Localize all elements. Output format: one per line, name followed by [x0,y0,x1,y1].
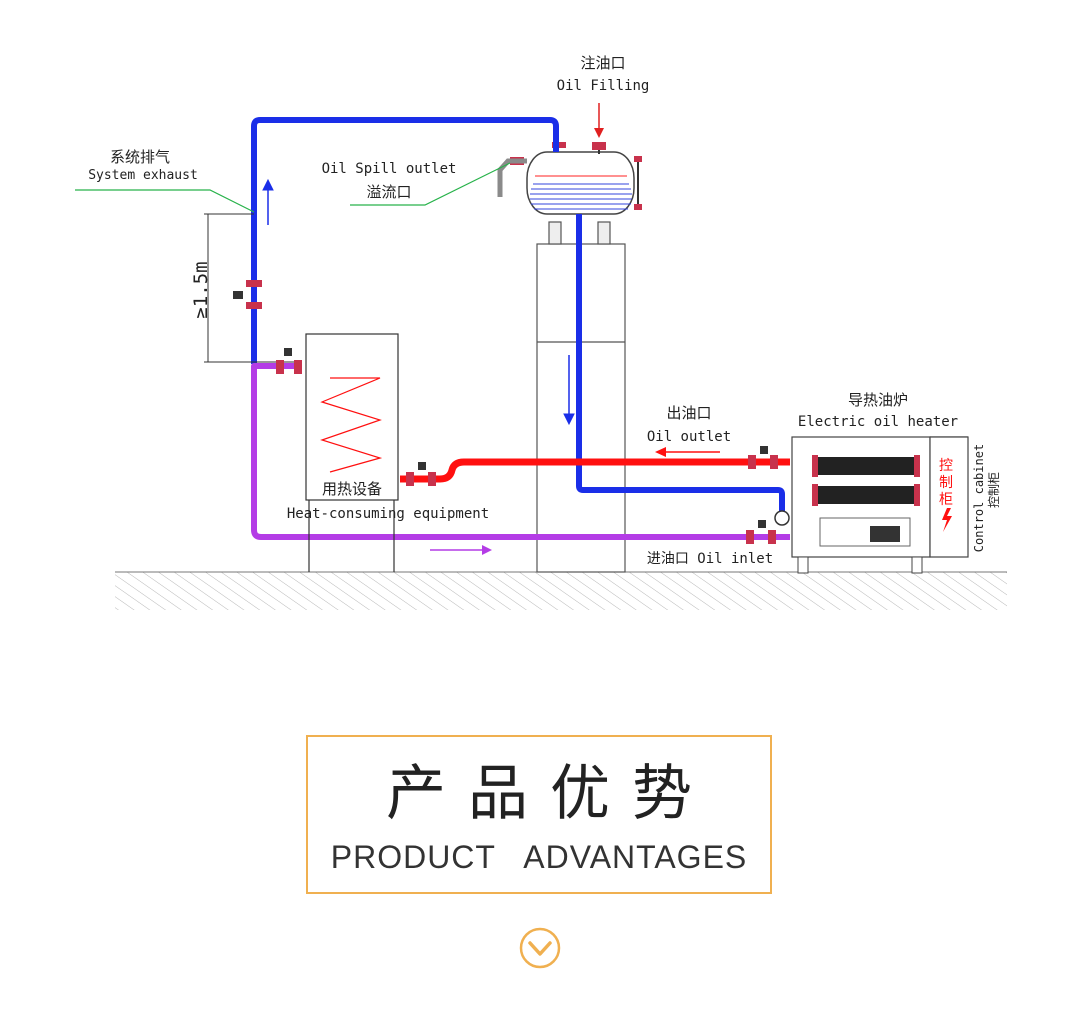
label-heat-equipment-en: Heat-consuming equipment [287,506,489,522]
lightning-icon [942,508,952,532]
blue-flow-arrows [262,178,575,426]
diagram-labels: 注油口 Oil Filling 系统排气 System exhaust Oil … [88,54,1001,567]
label-oil-inlet: 进油口 Oil inlet [647,551,773,567]
label-height: ≥1.5m [190,261,212,318]
label-control-cabinet-cn: 控制柜 [987,472,1001,508]
cabinet-char-2: 制 [939,475,953,491]
cabinet-char-1: 控 [939,458,953,474]
label-oil-outlet-cn: 出油口 [666,404,711,422]
label-oil-outlet-en: Oil outlet [647,429,731,445]
ground [115,571,1007,610]
advantages-title-en: PRODUCT ADVANTAGES [330,839,748,875]
label-oil-spill-cn: 溢流口 [366,183,411,201]
label-oil-filling-cn: 注油口 [580,54,625,72]
label-system-exhaust-en: System exhaust [88,168,198,183]
chevron-down-circle-icon[interactable] [519,927,561,969]
heat-consuming-equipment [305,333,399,572]
valves [233,280,778,544]
red-pipe [400,458,790,483]
label-system-exhaust-cn: 系统排气 [110,148,170,166]
label-oil-filling-en: Oil Filling [557,78,650,94]
blue-pipe [251,117,785,520]
electric-oil-heater [774,436,969,574]
oil-heating-system-diagram: 注油口 Oil Filling 系统排气 System exhaust Oil … [75,54,1007,610]
purple-flow-arrow [430,545,492,555]
label-control-cabinet-en: Control cabinet [972,444,986,552]
leader-lines [75,162,511,213]
cabinet-char-3: 柜 [939,492,953,508]
label-heat-equipment-cn: 用热设备 [322,480,382,498]
label-heater-en: Electric oil heater [798,414,958,430]
oil-filling-arrow [594,103,604,138]
label-heater-cn: 导热油炉 [848,391,908,409]
purple-pipe [251,363,790,540]
advantages-title-cn: 产品优势 [386,759,714,829]
label-oil-spill-en: Oil Spill outlet [322,161,457,177]
product-advantages-box: 产品优势 PRODUCT ADVANTAGES [306,735,772,894]
red-flow-arrow [655,447,720,457]
expansion-tank [510,142,642,215]
